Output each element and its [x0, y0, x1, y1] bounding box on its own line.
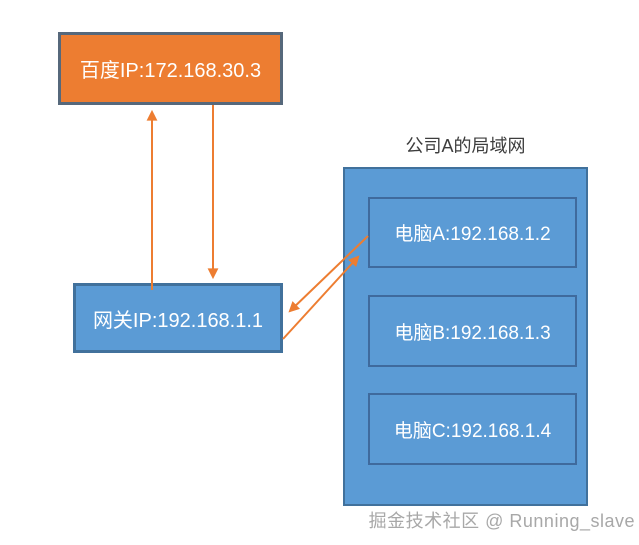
- node-gateway-label: 网关IP:192.168.1.1: [92, 309, 264, 332]
- node-baidu-label: 百度IP:172.168.30.3: [79, 60, 262, 82]
- lan-title: 公司A的局域网: [405, 136, 526, 156]
- node-computer-b: 电脑B:192.168.1.3: [368, 295, 577, 367]
- watermark: 掘金技术社区 @ Running_slave: [368, 511, 635, 531]
- node-computer-b-label: 电脑B:192.168.1.3: [394, 322, 551, 344]
- node-computer-c-label: 电脑C:192.168.1.4: [393, 420, 552, 442]
- node-computer-c: 电脑C:192.168.1.4: [368, 393, 577, 465]
- node-computer-a-label: 电脑A:192.168.1.2: [394, 224, 551, 245]
- node-gateway: 网关IP:192.168.1.1: [73, 283, 283, 353]
- node-computer-a: 电脑A:192.168.1.2: [368, 197, 577, 268]
- node-baidu: 百度IP:172.168.30.3: [58, 32, 283, 105]
